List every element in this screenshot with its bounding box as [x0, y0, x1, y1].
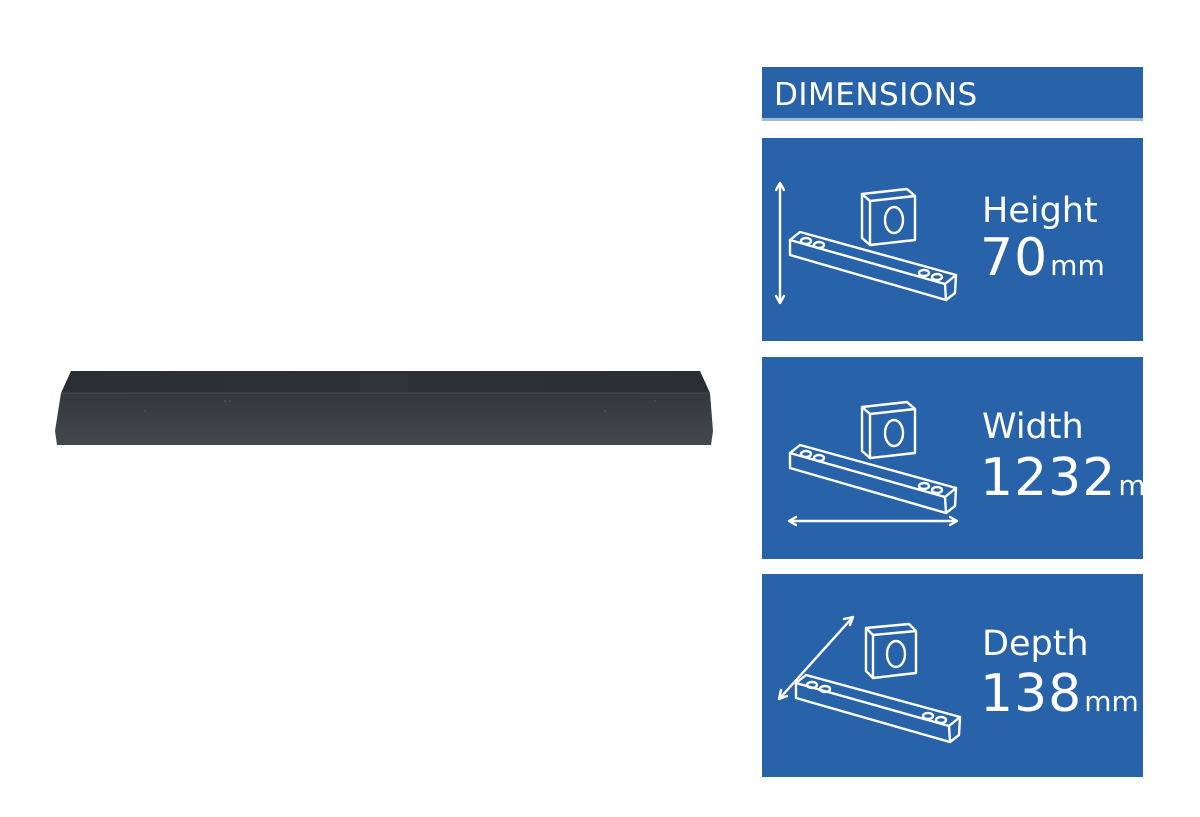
width-number: 1232: [980, 448, 1117, 508]
width-value: 1232mm: [980, 452, 1173, 504]
soundbar-illustration: [55, 371, 713, 445]
height-value: 70mm: [980, 232, 1105, 284]
width-unit: mm: [1118, 469, 1173, 502]
height-dimension-icon: [770, 152, 970, 327]
depth-dimension-icon: [770, 588, 970, 763]
soundbar-product-image: [55, 371, 715, 447]
width-dimension-icon: [770, 371, 970, 546]
depth-number: 138: [980, 664, 1083, 724]
depth-value: 138mm: [980, 668, 1139, 720]
depth-dimension-card: Depth 138mm: [762, 574, 1143, 777]
height-number: 70: [980, 228, 1049, 288]
height-label: Height: [982, 191, 1098, 231]
width-label: Width: [982, 407, 1084, 447]
dimensions-header: DIMENSIONS: [762, 67, 1143, 121]
depth-label: Depth: [982, 624, 1089, 664]
height-dimension-card: Height 70mm: [762, 138, 1143, 341]
dimensions-title: DIMENSIONS: [774, 77, 978, 113]
width-dimension-card: Width 1232mm: [762, 357, 1173, 559]
depth-unit: mm: [1084, 685, 1139, 718]
height-unit: mm: [1050, 249, 1105, 282]
